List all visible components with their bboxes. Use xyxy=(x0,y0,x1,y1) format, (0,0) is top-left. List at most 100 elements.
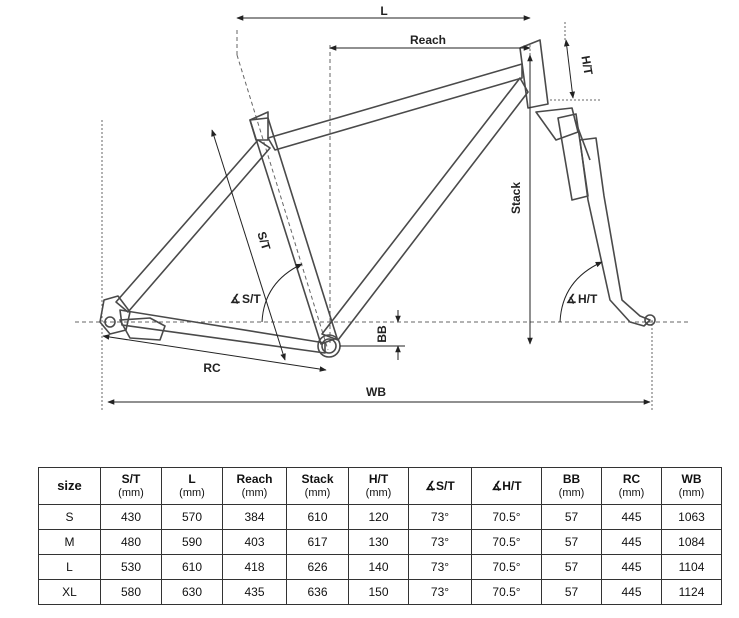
label-l: L xyxy=(380,4,387,18)
fork-stanchion xyxy=(557,113,589,201)
table-cell: 445 xyxy=(601,579,662,605)
table-cell: 73° xyxy=(408,529,472,555)
table-cell: 57 xyxy=(541,504,602,530)
column-unit: (mm) xyxy=(179,487,205,499)
table-cell: 57 xyxy=(541,579,602,605)
column-header: RC(mm) xyxy=(601,467,662,505)
bike-geometry-diagram: L Reach H/T Stack S/T ∡ S/T ∡ H/T RC BB … xyxy=(75,4,690,410)
st-dimension xyxy=(211,129,286,361)
column-unit: (mm) xyxy=(558,487,585,499)
column-label: H/T xyxy=(368,472,389,486)
column-label: size xyxy=(57,478,82,493)
table-cell: 1063 xyxy=(661,504,722,530)
table-cell: 480 xyxy=(100,529,162,555)
label-st-angle-text: S/T xyxy=(242,292,261,306)
column-label: Reach xyxy=(236,472,273,486)
table-cell: 445 xyxy=(601,554,662,580)
table-cell: 384 xyxy=(222,504,287,530)
table-cell: 610 xyxy=(286,504,349,530)
table-cell: 403 xyxy=(222,529,287,555)
table-cell: 150 xyxy=(348,579,409,605)
table-cell: 73° xyxy=(408,579,472,605)
angle-icon: ∡ xyxy=(425,479,437,493)
size-cell: S xyxy=(38,504,101,530)
table-cell: 445 xyxy=(601,504,662,530)
column-label: H/T xyxy=(502,479,522,493)
table-cell: 1104 xyxy=(661,554,722,580)
column-header: WB(mm) xyxy=(661,467,722,505)
column-unit: (mm) xyxy=(365,487,392,499)
table-cell: 130 xyxy=(348,529,409,555)
fork-crown xyxy=(535,107,579,141)
dimension-lines xyxy=(102,15,651,405)
table-cell: 70.5° xyxy=(471,554,542,580)
column-header: Reach(mm) xyxy=(222,467,287,505)
table-cell: 530 xyxy=(100,554,162,580)
table-cell: 418 xyxy=(222,554,287,580)
down-tube xyxy=(321,77,529,341)
label-st-angle: ∡ S/T xyxy=(230,292,261,306)
column-unit: (mm) xyxy=(618,487,645,499)
column-label: RC xyxy=(622,472,641,486)
table-cell: 570 xyxy=(161,504,223,530)
column-header: size xyxy=(38,467,101,505)
label-ht-angle: ∡ H/T xyxy=(566,292,598,306)
column-header: L(mm) xyxy=(161,467,223,505)
label-stack: Stack xyxy=(509,182,523,214)
table-cell: 140 xyxy=(348,554,409,580)
label-reach: Reach xyxy=(410,33,446,47)
table-cell: 73° xyxy=(408,554,472,580)
angle-icon: ∡ xyxy=(491,479,503,493)
label-rc: RC xyxy=(203,361,221,375)
seat-stay xyxy=(115,139,271,313)
column-unit: (mm) xyxy=(241,487,268,499)
column-header: Stack(mm) xyxy=(286,467,349,505)
table-cell: 445 xyxy=(601,529,662,555)
table-cell: 57 xyxy=(541,554,602,580)
column-header: H/T(mm) xyxy=(348,467,409,505)
fork-axle xyxy=(644,314,656,326)
angle-icon: ∡ xyxy=(566,292,577,306)
label-bb: BB xyxy=(375,325,389,343)
column-label: Stack xyxy=(301,472,334,486)
fork-lower xyxy=(579,137,651,327)
top-tube xyxy=(267,63,523,151)
table-cell: 626 xyxy=(286,554,349,580)
column-unit: (mm) xyxy=(304,487,331,499)
size-cell: L xyxy=(38,554,101,580)
size-cell: M xyxy=(38,529,101,555)
table-cell: 70.5° xyxy=(471,504,542,530)
column-header: ∡S/T xyxy=(408,467,472,505)
head-tube xyxy=(519,39,549,109)
table-cell: 590 xyxy=(161,529,223,555)
table-cell: 617 xyxy=(286,529,349,555)
label-st: S/T xyxy=(254,230,273,253)
label-wb: WB xyxy=(366,385,386,399)
ht-dimension xyxy=(563,39,576,99)
column-unit: (mm) xyxy=(678,487,705,499)
column-header: ∡H/T xyxy=(471,467,542,505)
fork-stanchion-right xyxy=(574,119,591,161)
st-angle-arc xyxy=(261,263,303,323)
table-cell: 73° xyxy=(408,504,472,530)
table-cell: 430 xyxy=(100,504,162,530)
table-cell: 1124 xyxy=(661,579,722,605)
column-label: S/T xyxy=(436,479,455,493)
label-ht: H/T xyxy=(578,55,595,77)
table-cell: 630 xyxy=(161,579,223,605)
table-cell: 1084 xyxy=(661,529,722,555)
ht-angle-arc xyxy=(559,261,603,323)
column-label: WB xyxy=(681,472,702,486)
table-cell: 636 xyxy=(286,579,349,605)
rc-dimension xyxy=(102,334,327,372)
column-header: S/T(mm) xyxy=(100,467,162,505)
table-cell: 70.5° xyxy=(471,529,542,555)
angle-icon: ∡ xyxy=(230,292,241,306)
